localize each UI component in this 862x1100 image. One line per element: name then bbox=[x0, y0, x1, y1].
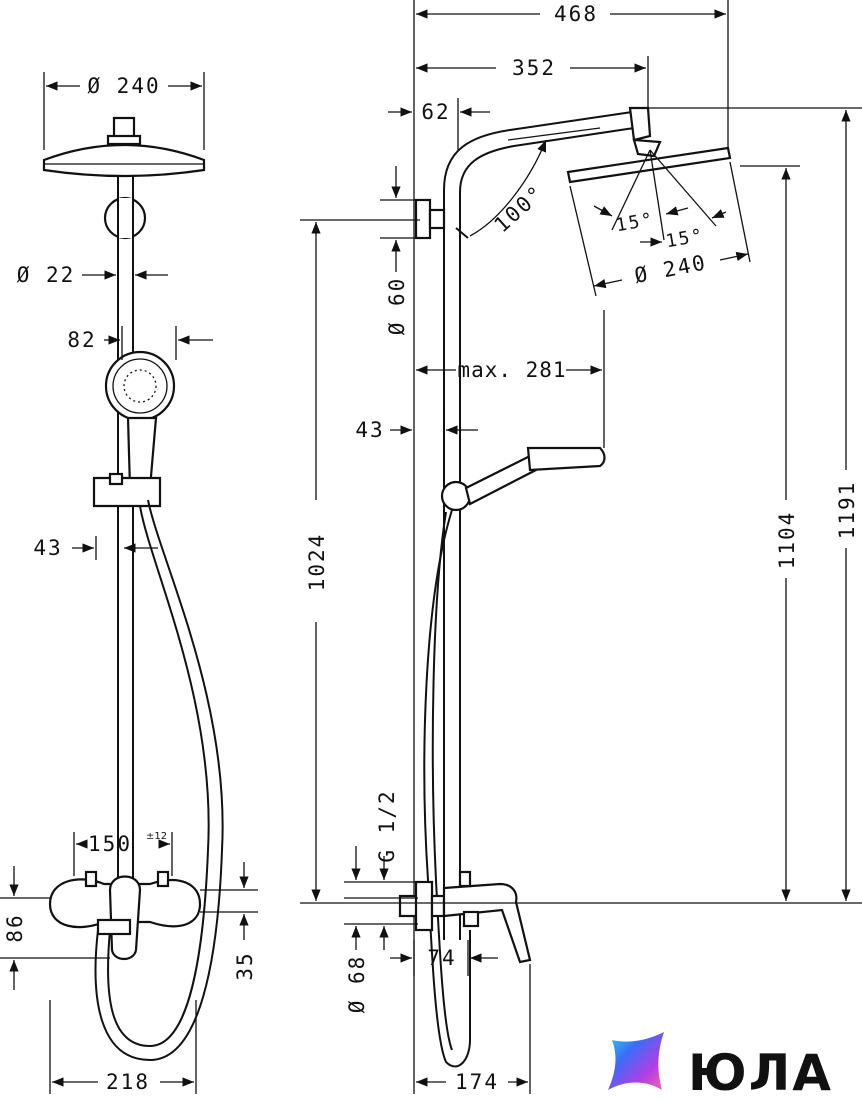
front-handshower bbox=[92, 350, 176, 508]
side-head-height-label: 1104 bbox=[775, 511, 799, 570]
side-head bbox=[566, 146, 732, 184]
side-handshower-max-label: max. 281 bbox=[457, 358, 566, 382]
side-total-projection-label: 468 bbox=[554, 2, 598, 26]
side-bracket-height-label: 1024 bbox=[305, 533, 329, 592]
side-arm-projection-label: 352 bbox=[512, 56, 556, 80]
front-mixer-tolerance-label: ±12 bbox=[146, 831, 167, 842]
front-bar-offset-label: 43 bbox=[33, 536, 62, 560]
side-arm-joint bbox=[628, 106, 652, 142]
front-head bbox=[42, 116, 206, 178]
front-mixer bbox=[48, 870, 202, 961]
side-total-height-label: 1191 bbox=[835, 481, 859, 540]
side-head-angle-2-label: 15° bbox=[664, 225, 706, 252]
front-handshower-offset-label: 82 bbox=[67, 328, 96, 352]
yula-logo-icon bbox=[608, 1032, 664, 1090]
front-pipe-diameter-label: Ø 22 bbox=[17, 263, 76, 287]
front-labels: Ø 240 Ø 22 82 43 150 ±12 86 35 218 bbox=[3, 74, 257, 1094]
side-arm-outer bbox=[443, 111, 633, 215]
yula-logo: ЮЛА bbox=[608, 1032, 833, 1100]
side-escutcheon-diameter-label: Ø 68 bbox=[345, 955, 369, 1014]
side-dimensions bbox=[300, 0, 862, 1094]
side-base-depth-label: 174 bbox=[455, 1070, 499, 1094]
side-handshower bbox=[440, 446, 606, 512]
side-arm-inner bbox=[459, 127, 635, 215]
front-outlet-height-label: 35 bbox=[233, 951, 257, 980]
side-head-diameter-label: Ø 240 bbox=[632, 250, 708, 288]
front-head-diameter-label: Ø 240 bbox=[87, 74, 160, 98]
front-hose-outer bbox=[94, 499, 224, 1062]
front-mixer-centres-label: 150 bbox=[88, 832, 132, 856]
side-hose-inner bbox=[431, 511, 453, 1051]
yula-logo-text: ЮЛА bbox=[688, 1044, 833, 1100]
front-base-width-label: 218 bbox=[106, 1070, 150, 1094]
side-mixer bbox=[398, 870, 532, 964]
side-bracket-flange bbox=[414, 198, 432, 240]
side-wall-offset-label: 62 bbox=[421, 100, 450, 124]
side-head-ball bbox=[632, 138, 662, 158]
side-view bbox=[300, 0, 862, 1094]
side-hose-outer bbox=[423, 509, 471, 1068]
front-hose-inner bbox=[107, 505, 210, 1048]
front-mixer-height-label: 86 bbox=[3, 913, 27, 942]
side-spout-offset-label: 74 bbox=[427, 946, 456, 970]
side-flange-diameter-label: Ø 60 bbox=[385, 277, 409, 336]
side-thread-label: G 1/2 bbox=[375, 789, 399, 862]
front-view bbox=[42, 116, 224, 1062]
side-bar-offset-label: 43 bbox=[355, 418, 384, 442]
front-dimensions bbox=[0, 72, 258, 1094]
